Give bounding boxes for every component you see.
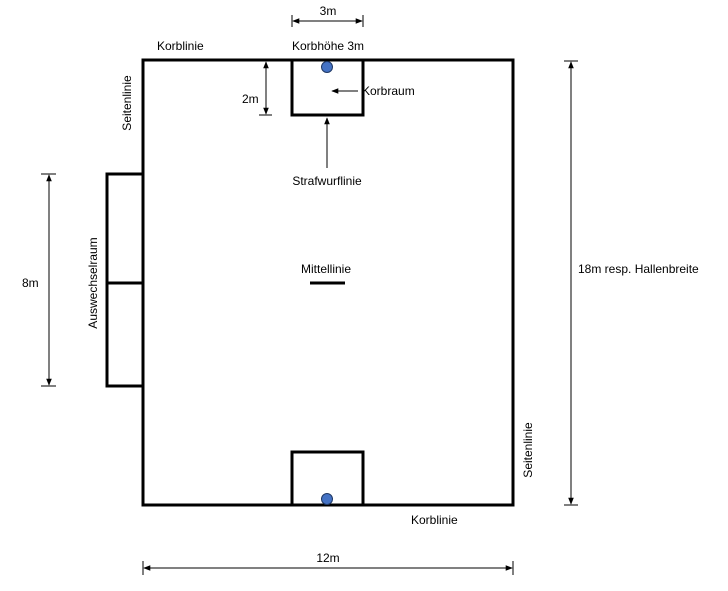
dim-3m-label: 3m [320, 4, 337, 18]
dim-8m-label: 8m [22, 276, 39, 290]
dim-2m-label: 2m [242, 92, 259, 106]
auswechselraum-label: Auswechselraum [86, 237, 100, 328]
korbhoehe-label: Korbhöhe 3m [292, 39, 364, 53]
basket-top-icon [321, 61, 333, 73]
dim-12m-label: 12m [316, 551, 339, 565]
dim-18m-label: 18m resp. Hallenbreite [578, 262, 699, 276]
korbraum-bottom [290, 450, 365, 507]
seitenlinie-left-label: Seitenlinie [120, 75, 134, 131]
korbraum-label: Korbraum [362, 84, 415, 98]
auswechselraum-box-lower [105, 281, 145, 388]
auswechselraum-box-upper [105, 172, 145, 285]
basket-bottom-icon [321, 493, 333, 505]
korbraum-top [290, 58, 365, 117]
korblinie-top-label: Korblinie [157, 39, 204, 53]
korblinie-bottom-label: Korblinie [411, 513, 458, 527]
strafwurflinie-label: Strafwurflinie [292, 174, 362, 188]
seitenlinie-right-label: Seitenlinie [521, 422, 535, 478]
mittellinie-label: Mittellinie [301, 262, 351, 276]
